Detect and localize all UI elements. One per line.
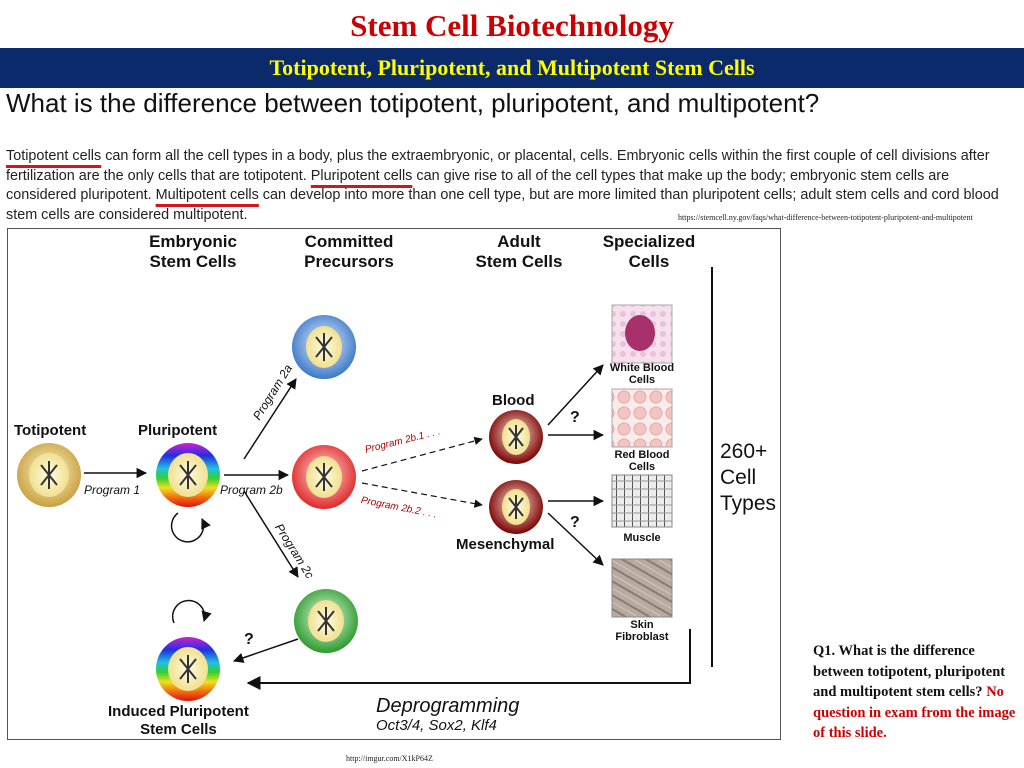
committed-precursor-red — [292, 445, 356, 509]
header-embryonic-text: Embryonic Stem Cells — [149, 232, 237, 271]
label-totipotent: Totipotent — [14, 422, 87, 439]
definition-paragraph: Totipotent cells can form all the cell t… — [6, 147, 1011, 225]
arrow-program-2b1 — [361, 436, 483, 472]
exam-question-note: Q1. What is the difference between totip… — [813, 641, 1018, 744]
label-mesenchymal: Mesenchymal — [456, 536, 555, 553]
committed-precursor-green — [294, 589, 358, 653]
main-question: What is the difference between totipoten… — [6, 88, 820, 118]
header-committed-text: Committed Precursors — [304, 232, 394, 271]
label-white-blood-cells: White Blood Cells — [609, 362, 675, 386]
label-program-2b: Program 2b — [220, 483, 283, 497]
red-blood-cell-image — [611, 388, 673, 448]
question-mark-induced: ? — [244, 631, 254, 648]
stem-cell-diagram: Embryonic Stem Cells Committed Precursor… — [7, 228, 781, 740]
label-pluripotent: Pluripotent — [138, 422, 218, 439]
pluripotent-cell — [156, 443, 220, 507]
header-adult: Adult Stem Cells — [464, 232, 574, 272]
skin-fibroblast-image — [611, 558, 673, 618]
arrow-question-to-induced — [233, 638, 299, 663]
deprogramming-label: Deprogramming — [376, 695, 520, 717]
arrow-program-2b2 — [361, 482, 483, 508]
header-embryonic: Embryonic Stem Cells — [138, 232, 248, 272]
blood-stem-cell — [489, 410, 543, 464]
committed-precursor-blue — [292, 315, 356, 379]
keyword-totipotent: Totipotent cells — [6, 148, 102, 164]
keyword-pluripotent: Pluripotent cells — [310, 167, 413, 184]
subtitle-banner: Totipotent, Pluripotent, and Multipotent… — [0, 48, 1024, 88]
deprogramming-factors: Oct3/4, Sox2, Klf4 — [376, 717, 497, 734]
definition-text-3: can develop into more than one cell type… — [6, 187, 999, 223]
induced-pluripotent-cell — [156, 637, 220, 701]
white-blood-cell-nucleus — [625, 315, 655, 351]
self-renewal-arrow-pluripotent — [170, 512, 211, 543]
header-specialized-text: Specialized Cells — [602, 232, 696, 271]
header-specialized: Specialized Cells — [594, 232, 704, 272]
diagram-graphics — [17, 267, 713, 701]
exam-note: No question in exam from the image of th… — [813, 684, 1016, 741]
definition-text-1: can form all the cell types in a body, p… — [6, 148, 990, 184]
keyword-multipotent: Multipotent cells — [155, 187, 259, 203]
arrow-to-fibroblast — [547, 512, 604, 566]
question-mark-mesenchymal: ? — [570, 514, 580, 531]
arrow-program-2c — [243, 490, 299, 578]
arrow-to-wbc — [547, 364, 604, 426]
text-source-link[interactable]: https://stemcell.ny.gov/faqs/what-differ… — [678, 213, 973, 222]
deprogramming-arrow — [246, 629, 691, 690]
exam-question: Q1. What is the difference between totip… — [813, 643, 1006, 700]
slide-title: Stem Cell Biotechnology — [350, 8, 674, 43]
question-mark-blood: ? — [570, 409, 580, 426]
header-adult-text: Adult Stem Cells — [475, 232, 563, 271]
totipotent-cell — [17, 443, 81, 507]
header-committed: Committed Precursors — [294, 232, 404, 272]
mesenchymal-stem-cell — [489, 480, 543, 534]
label-red-blood-cells: Red Blood Cells — [614, 449, 670, 473]
label-program-1: Program 1 — [84, 483, 141, 497]
cell-types-count: 260+ Cell Types — [720, 440, 777, 515]
label-induced-pluripotent: Induced Pluripotent Stem Cells — [108, 703, 249, 738]
self-renewal-arrow-induced — [171, 599, 212, 624]
label-muscle: Muscle — [623, 532, 661, 544]
label-skin-fibroblast: Skin Fibroblast — [615, 619, 669, 643]
label-blood: Blood — [492, 392, 535, 409]
muscle-cell-image — [611, 474, 673, 528]
arrow-program-2a — [243, 378, 297, 460]
image-source-link[interactable]: http://imgur.com/X1kP64Z — [346, 754, 433, 763]
definition-text-2: can give rise to all of the cell types t… — [6, 167, 950, 204]
